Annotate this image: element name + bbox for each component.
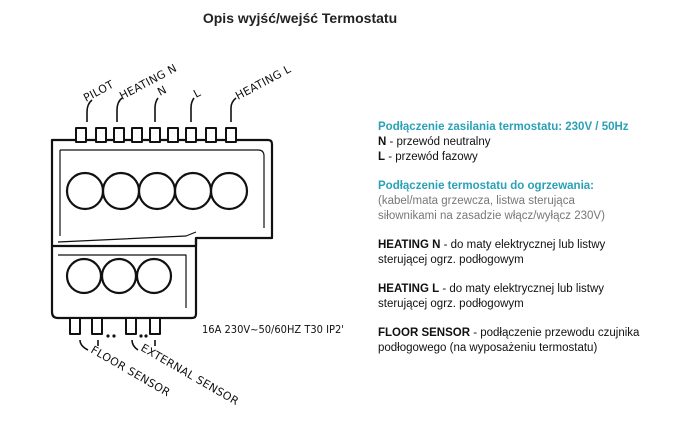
heating-l-label: HEATING L [378, 283, 440, 295]
label-n: N [155, 83, 169, 98]
rating-label: 16A 230V~50/60HZ T30 IP2' [202, 323, 344, 336]
connection-description: Podłączenie zasilania termostatu: 230V /… [378, 120, 678, 356]
floor-sensor-line2: podłogowego (na wyposażeniu termostatu) [378, 342, 598, 354]
label-heating-n: HEATING N [117, 62, 179, 103]
heating-l-line: HEATING L - do maty elektrycznej lub lis… [378, 282, 678, 297]
heating-n-line: HEATING N - do maty elektrycznej lub lis… [378, 238, 678, 253]
heating-l-text: - do maty elektrycznej lub listwy [439, 283, 605, 295]
power-n-line: N - przewód neutralny [378, 135, 678, 150]
label-external-sensor: EXTERNAL SENSOR [139, 341, 242, 408]
lower-housing [50, 238, 198, 320]
heating-n-label: HEATING N [378, 239, 441, 251]
heating-heading: Podłączenie termostatu do ogrzewania: [378, 180, 594, 192]
heating-n-text: - do maty elektrycznej lub listwy [440, 239, 606, 251]
floor-sensor-text: - podłączenie przewodu czujnika [470, 327, 640, 339]
power-l-line: L - przewód fazowy [378, 150, 678, 165]
top-pins [75, 127, 237, 143]
heating-note-line1: (kabel/mata grzewcza, listwa sterująca [378, 195, 575, 207]
upper-housing [50, 138, 274, 248]
floor-sensor-label: FLOOR SENSOR [378, 327, 471, 339]
power-l-text: - przewód fazowy [385, 151, 478, 163]
power-n-text: - przewód neutralny [386, 136, 491, 148]
terminal-block-diagram: PILOT HEATING N N L HEATING L FLOOR SENS… [50, 62, 344, 408]
heating-l-line2: sterującej ogrz. podłogowym [378, 298, 524, 310]
power-heading: Podłączenie zasilania termostatu: 230V /… [378, 121, 629, 133]
heating-note-line2: siłownikami na zasadzie włącz/wyłącz 230… [378, 210, 605, 222]
power-n-label: N [378, 136, 387, 148]
power-l-label: L [378, 151, 386, 163]
heating-n-line2: sterującej ogrz. podłogowym [378, 254, 524, 266]
bottom-pins [69, 317, 161, 335]
page-title: Opis wyjść/wejść Termostatu [202, 10, 398, 26]
label-heating-l: HEATING L [233, 62, 293, 102]
upper-terminal-screws [65, 171, 249, 211]
lower-terminal-screws [65, 257, 173, 295]
floor-sensor-line: FLOOR SENSOR - podłączenie przewodu czuj… [378, 326, 678, 341]
label-pilot: PILOT [81, 78, 116, 105]
